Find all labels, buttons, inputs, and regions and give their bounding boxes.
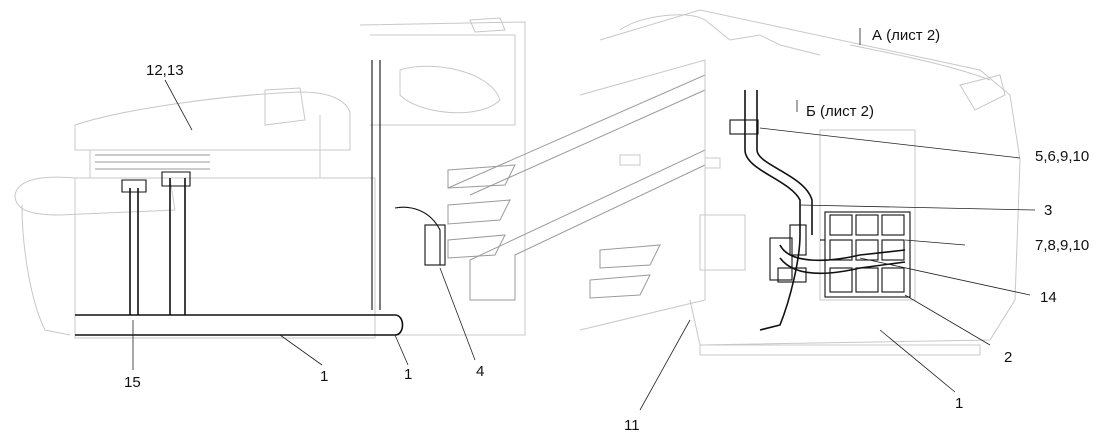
view-b-label: Б (лист 2) (806, 103, 875, 120)
callout-4: 4 (476, 363, 485, 380)
cab-body (599, 9, 1021, 356)
view-a-label: А (лист 2) (872, 27, 941, 44)
slat-panel (447, 59, 706, 331)
callout-5-6-9-10: 5,6,9,10 (1035, 148, 1090, 165)
callout-1-right: 1 (955, 395, 964, 412)
callout-11: 11 (624, 417, 640, 434)
callout-1-left: 1 (320, 368, 329, 385)
relay-block (819, 129, 916, 301)
callout-15: 15 (124, 374, 141, 391)
callout-7-8-9-10: 7,8,9,10 (1035, 237, 1090, 254)
wiring-harness (75, 60, 906, 336)
callout-12-13: 12,13 (146, 62, 184, 79)
callout-1-mid: 1 (404, 366, 413, 383)
leader-lines (132, 28, 1036, 411)
callout-3: 3 (1044, 202, 1053, 219)
left-back-panel (74, 17, 526, 339)
seat-cushion-outline (14, 87, 351, 336)
callout-14: 14 (1040, 289, 1057, 306)
callout-2: 2 (1004, 349, 1013, 366)
